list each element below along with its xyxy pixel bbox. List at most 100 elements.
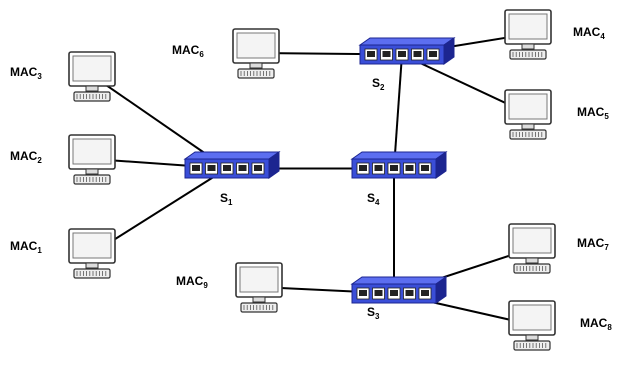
switch-port-socket	[254, 165, 262, 171]
monitor-screen	[72, 55, 112, 82]
label-mac4: MAC4	[573, 26, 605, 43]
switch-port-socket	[390, 165, 398, 171]
monitor-stand	[85, 262, 99, 269]
monitor-stand	[85, 168, 99, 175]
computer-mac1-icon	[68, 228, 116, 279]
keyboard	[513, 263, 551, 274]
label-mac6-base: MAC	[172, 43, 200, 57]
label-s2: S2	[372, 77, 384, 94]
label-mac3: MAC3	[10, 66, 42, 83]
label-s3-base: S	[367, 305, 376, 319]
label-mac7-sub: 7	[604, 243, 609, 252]
keyboard	[513, 340, 551, 351]
nodes-layer	[68, 9, 556, 351]
monitor-stand	[525, 257, 539, 264]
keyboard	[73, 268, 111, 279]
switch-port-socket	[398, 51, 406, 57]
switch-top	[183, 151, 281, 160]
label-mac7-base: MAC	[577, 236, 605, 250]
computer-mac7-icon	[508, 223, 556, 274]
label-mac9-base: MAC	[176, 274, 204, 288]
switch-top	[358, 37, 456, 46]
switch-s4-icon	[350, 151, 448, 179]
label-mac5: MAC5	[577, 106, 609, 123]
switch-s2-icon	[358, 37, 456, 65]
monitor-stand	[249, 62, 263, 69]
switch-port-socket	[390, 290, 398, 296]
keyboard	[240, 302, 278, 313]
label-mac2-base: MAC	[10, 149, 38, 163]
switch-port-socket	[421, 290, 429, 296]
label-s2-base: S	[372, 76, 381, 90]
label-s4: S4	[367, 192, 379, 209]
label-s4-sub: 4	[375, 198, 380, 207]
label-mac2: MAC2	[10, 150, 42, 167]
switch-s1-icon	[183, 151, 281, 179]
monitor-stand	[521, 123, 535, 130]
switch-port-socket	[382, 51, 391, 57]
label-s3: S3	[367, 306, 379, 323]
monitor-screen	[236, 32, 276, 59]
switch-port-socket	[413, 51, 422, 57]
switch-port-socket	[192, 165, 200, 171]
keyboard	[73, 91, 111, 102]
monitor-screen	[512, 227, 552, 254]
computer-mac4-icon	[504, 9, 552, 60]
label-mac9: MAC9	[176, 275, 208, 292]
switch-port-socket	[223, 165, 231, 171]
label-mac6-sub: 6	[199, 50, 204, 59]
computer-mac8-icon	[508, 300, 556, 351]
switch-top	[350, 151, 448, 160]
monitor-screen	[239, 266, 279, 293]
label-mac1: MAC1	[10, 240, 42, 257]
switch-port-socket	[238, 165, 247, 171]
label-mac2-sub: 2	[37, 156, 42, 165]
computer-mac9-icon	[235, 262, 283, 313]
switch-port-socket	[367, 51, 375, 57]
switch-top	[350, 276, 448, 285]
monitor-stand	[85, 85, 99, 92]
monitor-screen	[512, 304, 552, 331]
label-s1-sub: 1	[228, 198, 233, 207]
keyboard	[509, 49, 547, 60]
monitor-stand	[252, 296, 266, 303]
monitor-stand	[521, 43, 535, 50]
monitor-screen	[508, 93, 548, 120]
label-mac3-base: MAC	[10, 65, 38, 79]
switch-port-socket	[374, 290, 383, 296]
monitor-stand	[525, 334, 539, 341]
label-mac8-base: MAC	[580, 316, 608, 330]
label-s2-sub: 2	[380, 83, 385, 92]
switch-port-socket	[421, 165, 429, 171]
switch-port-socket	[359, 290, 367, 296]
label-mac6: MAC6	[172, 44, 204, 61]
label-mac1-sub: 1	[37, 246, 42, 255]
label-mac8: MAC8	[580, 317, 612, 334]
computer-mac6-icon	[232, 28, 280, 79]
keyboard	[509, 129, 547, 140]
label-mac5-sub: 5	[604, 112, 609, 121]
computer-mac5-icon	[504, 89, 552, 140]
monitor-screen	[72, 138, 112, 165]
keyboard	[73, 174, 111, 185]
label-s1-base: S	[220, 191, 229, 205]
label-mac1-base: MAC	[10, 239, 38, 253]
links-layer	[92, 33, 534, 326]
link-s2-s4	[393, 54, 403, 169]
label-mac5-base: MAC	[577, 105, 605, 119]
monitor-screen	[72, 232, 112, 259]
switch-port-socket	[359, 165, 367, 171]
switch-port-socket	[374, 165, 383, 171]
label-mac4-base: MAC	[573, 25, 601, 39]
label-s4-base: S	[367, 191, 376, 205]
label-s3-sub: 3	[375, 312, 380, 321]
keyboard	[237, 68, 275, 79]
switch-port-socket	[429, 51, 437, 57]
switch-port-socket	[207, 165, 216, 171]
label-mac8-sub: 8	[607, 323, 612, 332]
monitor-screen	[508, 13, 548, 40]
switch-port-socket	[405, 290, 414, 296]
label-mac9-sub: 9	[203, 281, 208, 290]
